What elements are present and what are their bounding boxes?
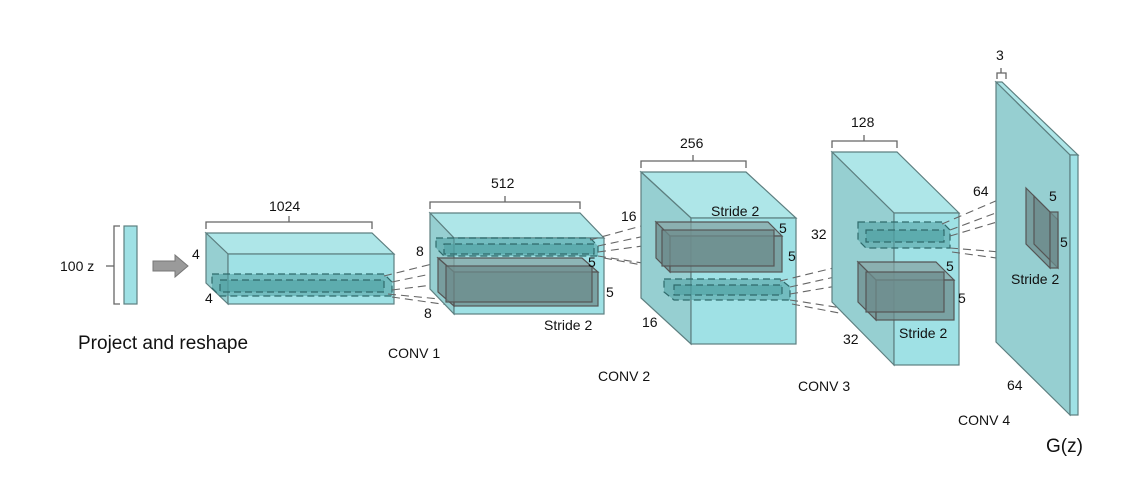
conv2-height-label: 16 bbox=[621, 208, 637, 224]
layer-reshape-volume: 1024 4 4 bbox=[192, 198, 396, 306]
conv3-kernel-w-label: 5 bbox=[958, 290, 966, 306]
conv3-caption: CONV 3 bbox=[798, 378, 850, 394]
layer-conv3-volume: 128 32 32 5 5 Stride 2 CONV 3 bbox=[798, 114, 966, 394]
reshape-height-label: 4 bbox=[192, 246, 200, 262]
reshape-depth-label: 1024 bbox=[269, 198, 300, 214]
conv4-kernel-w-label: 5 bbox=[1060, 234, 1068, 250]
conv3-width-label: 32 bbox=[843, 331, 859, 347]
z-label: 100 z bbox=[60, 258, 94, 274]
conv1-caption: CONV 1 bbox=[388, 345, 440, 361]
z-bar bbox=[123, 225, 138, 305]
arrow-icon bbox=[152, 253, 189, 279]
conv1-stride-label: Stride 2 bbox=[544, 317, 592, 333]
conv1-kernel-h-label: 5 bbox=[588, 254, 596, 270]
conv2-caption: CONV 2 bbox=[598, 368, 650, 384]
conv4-stride-label: Stride 2 bbox=[1011, 271, 1059, 287]
conv4-kernel-h-label: 5 bbox=[1049, 188, 1057, 204]
conv2-depth-label: 256 bbox=[680, 135, 704, 151]
conv1-depth-label: 512 bbox=[491, 175, 515, 191]
conv2-stride-label: Stride 2 bbox=[711, 203, 759, 219]
conv4-height-label: 64 bbox=[973, 183, 989, 199]
z-brace bbox=[113, 225, 120, 305]
conv2-kernel-w-label: 5 bbox=[788, 248, 796, 264]
reshape-width-label: 4 bbox=[205, 290, 213, 306]
conv4-width-label: 64 bbox=[1007, 377, 1023, 393]
conv3-kernel-h-label: 5 bbox=[946, 258, 954, 274]
conv2-width-label: 16 bbox=[642, 314, 658, 330]
conv3-stride-label: Stride 2 bbox=[899, 325, 947, 341]
input-z-vector: 100 z bbox=[60, 225, 138, 305]
conv4-caption: CONV 4 bbox=[958, 412, 1010, 428]
project-caption: Project and reshape bbox=[78, 333, 248, 354]
conv1-height-label: 8 bbox=[416, 243, 424, 259]
layer-conv1-volume: 512 8 8 5 5 Stride 2 CONV 1 bbox=[388, 175, 614, 361]
conv4-depth-label: 3 bbox=[996, 47, 1004, 63]
conv3-height-label: 32 bbox=[811, 226, 827, 242]
conv2-kernel-h-label: 5 bbox=[779, 220, 787, 236]
conv1-width-label: 8 bbox=[424, 305, 432, 321]
conv3-depth-label: 128 bbox=[851, 114, 875, 130]
layer-conv4-volume: 3 64 64 5 5 Stride 2 CONV 4 bbox=[958, 47, 1080, 428]
conv1-kernel-w-label: 5 bbox=[606, 284, 614, 300]
output-label: G(z) bbox=[1046, 436, 1083, 457]
layer-conv2-volume: 256 16 16 5 5 Stride 2 CONV 2 bbox=[598, 135, 798, 384]
